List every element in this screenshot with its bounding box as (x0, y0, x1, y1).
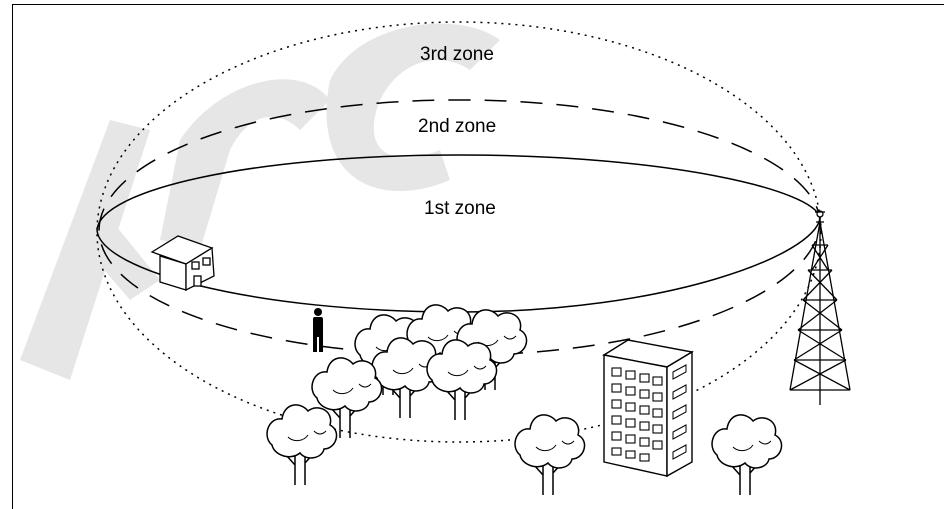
tree-icon (266, 404, 338, 486)
tree-group (266, 304, 783, 496)
zone-3-label: 3rd zone (420, 44, 494, 65)
tree-icon (514, 414, 586, 496)
transmission-tower-icon (789, 210, 851, 405)
zone-3-boundary (96, 21, 822, 443)
zone-1-label: 1st zone (424, 198, 496, 219)
person-icon (313, 308, 323, 352)
tree-icon (711, 414, 783, 496)
building-icon (602, 339, 694, 478)
zone-2-label: 2nd zone (418, 116, 496, 137)
diagram-frame (12, 4, 944, 509)
watermark (20, 23, 500, 380)
house-icon (150, 235, 215, 292)
